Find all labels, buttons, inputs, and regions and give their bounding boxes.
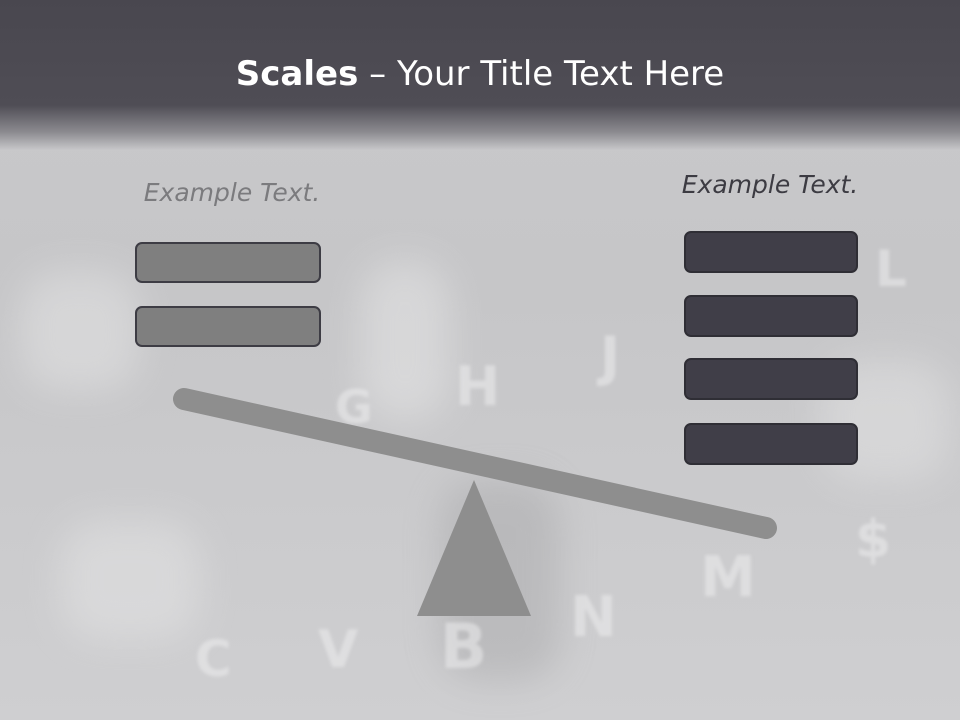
background-glyph: M bbox=[700, 545, 756, 610]
background-glyph: V bbox=[318, 620, 359, 680]
right-box-4 bbox=[684, 423, 858, 465]
background-glyph: N bbox=[570, 585, 617, 650]
scale-beam bbox=[173, 388, 777, 539]
background-glyph: $ bbox=[855, 510, 892, 570]
left-example-text: Example Text. bbox=[143, 178, 321, 207]
title-bold: Scales bbox=[235, 54, 359, 94]
right-example-text: Example Text. bbox=[681, 170, 859, 199]
slide-title: Scales – Your Title Text Here bbox=[0, 52, 960, 96]
background-glyph: C bbox=[195, 630, 232, 688]
title-bar bbox=[0, 0, 960, 150]
background-glyph: L bbox=[875, 240, 907, 298]
right-box-1 bbox=[684, 231, 858, 273]
right-box-3 bbox=[684, 358, 858, 400]
background-blur bbox=[360, 260, 450, 420]
background-glyph: H bbox=[455, 355, 501, 418]
background-glyph: J bbox=[600, 325, 621, 388]
scale-fulcrum bbox=[417, 480, 531, 616]
background-blur bbox=[20, 270, 140, 390]
background-glyph: B bbox=[440, 610, 488, 683]
title-rest: – Your Title Text Here bbox=[358, 54, 725, 94]
background-blur bbox=[60, 520, 200, 640]
left-box-1 bbox=[135, 242, 321, 283]
left-box-2 bbox=[135, 306, 321, 347]
right-box-2 bbox=[684, 295, 858, 337]
